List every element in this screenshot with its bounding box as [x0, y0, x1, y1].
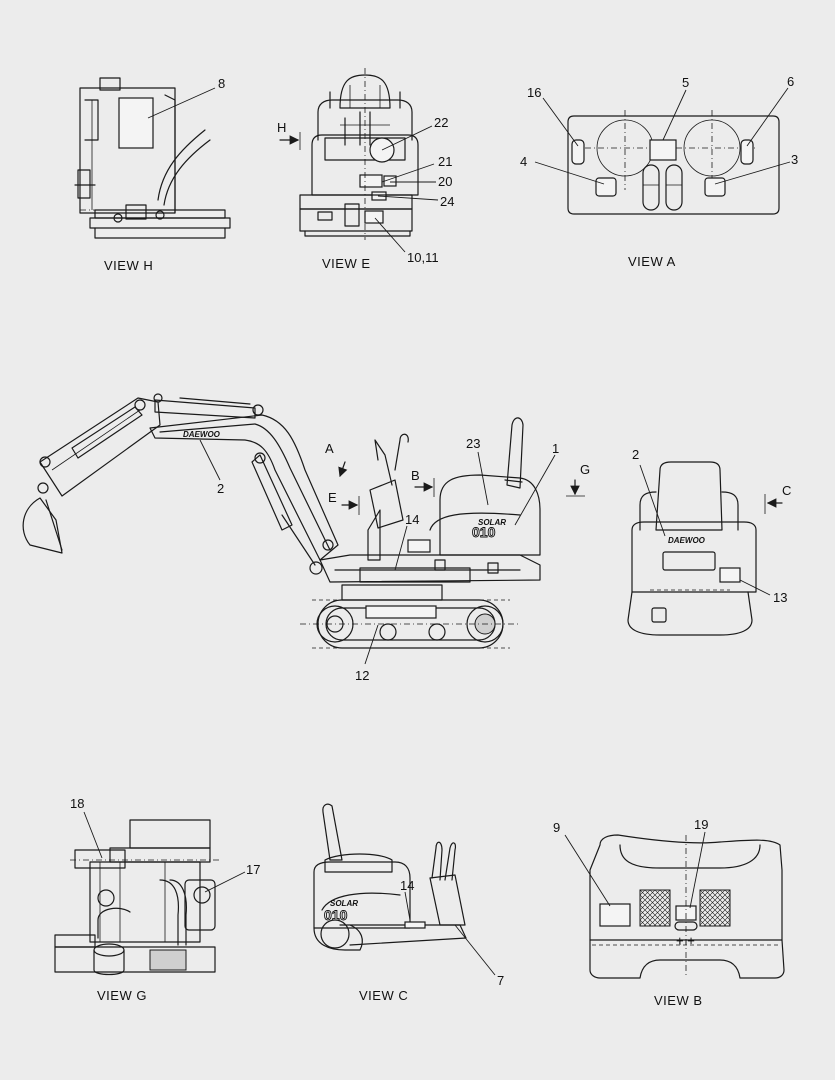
view-a: 16 5 6 4 3 VIEW A [520, 74, 798, 269]
rear-drawing: DAEWOO [627, 461, 783, 636]
view-h-drawing [74, 77, 231, 239]
view-h: 8 VIEW H [74, 76, 231, 273]
callout-22: 22 [434, 115, 448, 130]
view-g: 18 17 VIEW G [54, 796, 260, 1003]
callout-rear-2: 2 [632, 447, 639, 462]
callout-e: E [328, 490, 337, 505]
c-model-number: 010 [324, 907, 348, 923]
callout-19: 19 [694, 817, 708, 832]
view-e-drawing [279, 68, 439, 253]
callout-1: 1 [552, 441, 559, 456]
c-series-name: SOLAR [330, 899, 358, 908]
callout-17: 17 [246, 862, 260, 877]
view-c-title: VIEW C [359, 988, 408, 1003]
callout-a: A [325, 441, 334, 456]
view-g-drawing [54, 811, 246, 976]
view-c: SOLAR 010 14 7 VIEW C [313, 803, 504, 1003]
callout-6: 6 [787, 74, 794, 89]
callout-7: 7 [497, 973, 504, 988]
view-g-title: VIEW G [97, 988, 147, 1003]
rear-brand: DAEWOO [668, 536, 706, 545]
view-e-title: VIEW E [322, 256, 371, 271]
callout-8: 8 [218, 76, 225, 91]
view-a-title: VIEW A [628, 254, 676, 269]
callout-18: 18 [70, 796, 84, 811]
callout-23: 23 [466, 436, 480, 451]
callout-24: 24 [440, 194, 454, 209]
view-c-drawing: SOLAR 010 [313, 803, 496, 976]
callout-14: 14 [405, 512, 419, 527]
callout-c: C [782, 483, 791, 498]
callout-10-11: 10,11 [407, 250, 439, 265]
view-b: + + 9 19 VIEW B [553, 817, 785, 1008]
callout-9: 9 [553, 820, 560, 835]
callout-3: 3 [791, 152, 798, 167]
main-side-view: 010 SOLAR DAEWOO [22, 393, 590, 683]
callout-c-14: 14 [400, 878, 414, 893]
main-series-name: SOLAR [478, 518, 506, 527]
view-e: H 22 21 20 24 10,11 VIEW E [277, 68, 454, 271]
callout-20: 20 [438, 174, 452, 189]
rear-view: DAEWOO 2 C 13 [627, 447, 791, 636]
main-model-number: 010 [472, 524, 496, 540]
callout-21: 21 [438, 154, 452, 169]
callout-h: H [277, 120, 286, 135]
callout-13: 13 [773, 590, 787, 605]
view-a-drawing [534, 87, 791, 215]
view-h-title: VIEW H [104, 258, 153, 273]
callout-4: 4 [520, 154, 527, 169]
callout-5: 5 [682, 75, 689, 90]
view-b-title: VIEW B [654, 993, 703, 1008]
main-drawing: 010 SOLAR DAEWOO [22, 393, 585, 665]
callout-16: 16 [527, 85, 541, 100]
callout-2: 2 [217, 481, 224, 496]
view-b-drawing: + + [564, 831, 785, 979]
callout-g: G [580, 462, 590, 477]
callout-b: B [411, 468, 420, 483]
svg-text:+ +: + + [676, 933, 695, 948]
callout-12: 12 [355, 668, 369, 683]
main-brand: DAEWOO [183, 430, 221, 439]
